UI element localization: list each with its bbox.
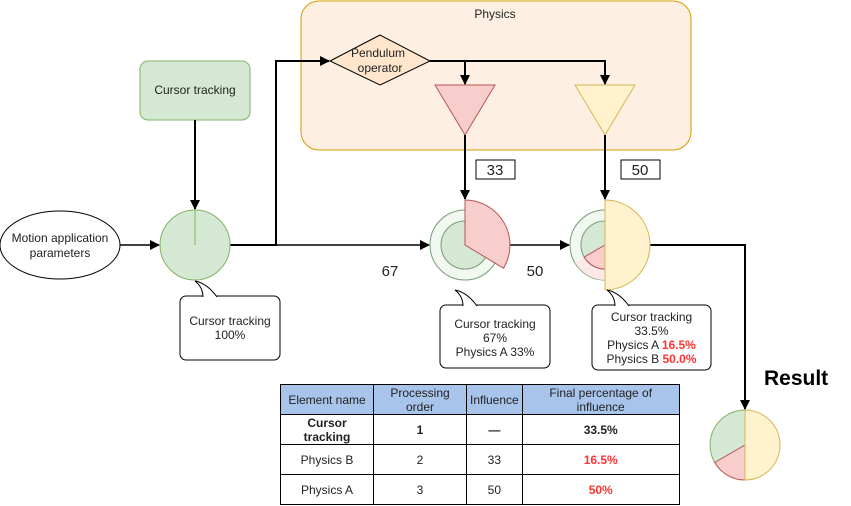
cell-element: Cursor tracking (280, 414, 374, 445)
callout-cursor-100: Cursor tracking 100% (180, 314, 280, 342)
edge-circle3-to-result (650, 244, 750, 410)
cursor-tracking-box-label: Cursor tracking (154, 83, 235, 97)
callout-2-line2: 67% (482, 331, 508, 345)
cell-influence: 33 (466, 444, 523, 475)
result-physics-b-slice (744, 409, 781, 481)
pendulum-line2: operator (358, 61, 403, 75)
table-row: Physics B 2 33 16.5% (280, 444, 680, 475)
callout-1-line1: Cursor tracking (189, 314, 271, 328)
physics-b-slice-3[interactable] (604, 199, 651, 291)
cell-order: 3 (373, 474, 467, 505)
motion-parameters-node[interactable] (0, 210, 121, 280)
motion-parameters-line1: Motion application (12, 231, 109, 245)
callout-after-physics-a: Cursor tracking 67% Physics A 33% (440, 317, 550, 359)
physics-b-weight-box (620, 159, 661, 180)
callout-3-line3: Physics A 16.5% (592, 338, 711, 352)
callout-3-line1: Cursor tracking (610, 310, 693, 324)
physics-b-triangle[interactable] (574, 84, 636, 136)
callout-3-physics-b-label: Physics B (606, 352, 663, 366)
callout-3-physics-a-label: Physics A (607, 338, 662, 352)
result-label: Result (764, 367, 829, 390)
callout-3-line4: Physics B 50.0% (592, 352, 711, 366)
cell-element: Physics A (280, 474, 374, 505)
callout-after-physics-b: Cursor tracking 33.5% Physics A 16.5% Ph… (592, 310, 711, 366)
cell-order: 2 (373, 444, 467, 475)
physics-a-weight-box (475, 159, 516, 180)
physics-a-slice-2[interactable] (464, 199, 511, 269)
pendulum-line1: Pendulum (351, 46, 405, 60)
header-final-percentage: Final percentage of influence (521, 384, 680, 415)
result-cursor-slice (709, 409, 746, 464)
influence-table: Element name Processing order Influence … (280, 384, 680, 505)
cell-final: 16.5% (521, 444, 680, 475)
cell-order: 1 (373, 414, 467, 445)
physics-b-weight: 50 (632, 162, 649, 179)
callout-2-line3: Physics A 33% (455, 345, 535, 359)
cell-influence: 50 (466, 474, 523, 505)
cell-final: 50% (521, 474, 680, 505)
table-header-row: Element name Processing order Influence … (280, 384, 680, 415)
header-processing-order: Processing order (373, 384, 467, 415)
callout-1-line2: 100% (214, 328, 246, 342)
physics-a-weight: 33 (487, 162, 504, 179)
header-element-name: Element name (280, 384, 374, 415)
table-row: Physics A 3 50 50% (280, 474, 680, 505)
edge-pendulum-to-tri-b (465, 60, 610, 85)
callout-2-shape (439, 289, 551, 369)
cursor-remaining-weight-1: 67 (382, 263, 399, 280)
callout-2-line1: Cursor tracking (454, 317, 536, 331)
header-influence: Influence (466, 384, 523, 415)
motion-parameters-line2: parameters (30, 246, 91, 260)
physics-group-label: Physics (474, 7, 515, 21)
callout-3-physics-a-value: 16.5% (661, 338, 696, 352)
cursor-remaining-weight-2: 50 (527, 263, 544, 280)
cell-final: 33.5% (521, 414, 680, 445)
callout-3-shape (591, 289, 712, 371)
callout-1-shape (179, 280, 281, 361)
table-row: Cursor tracking 1 — 33.5% (280, 414, 680, 445)
callout-3-physics-b-value: 50.0% (662, 352, 697, 366)
cell-element: Physics B (280, 444, 374, 475)
physics-a-triangle[interactable] (434, 84, 496, 136)
cell-influence: — (466, 414, 523, 445)
callout-3-line2: 33.5% (634, 324, 669, 338)
